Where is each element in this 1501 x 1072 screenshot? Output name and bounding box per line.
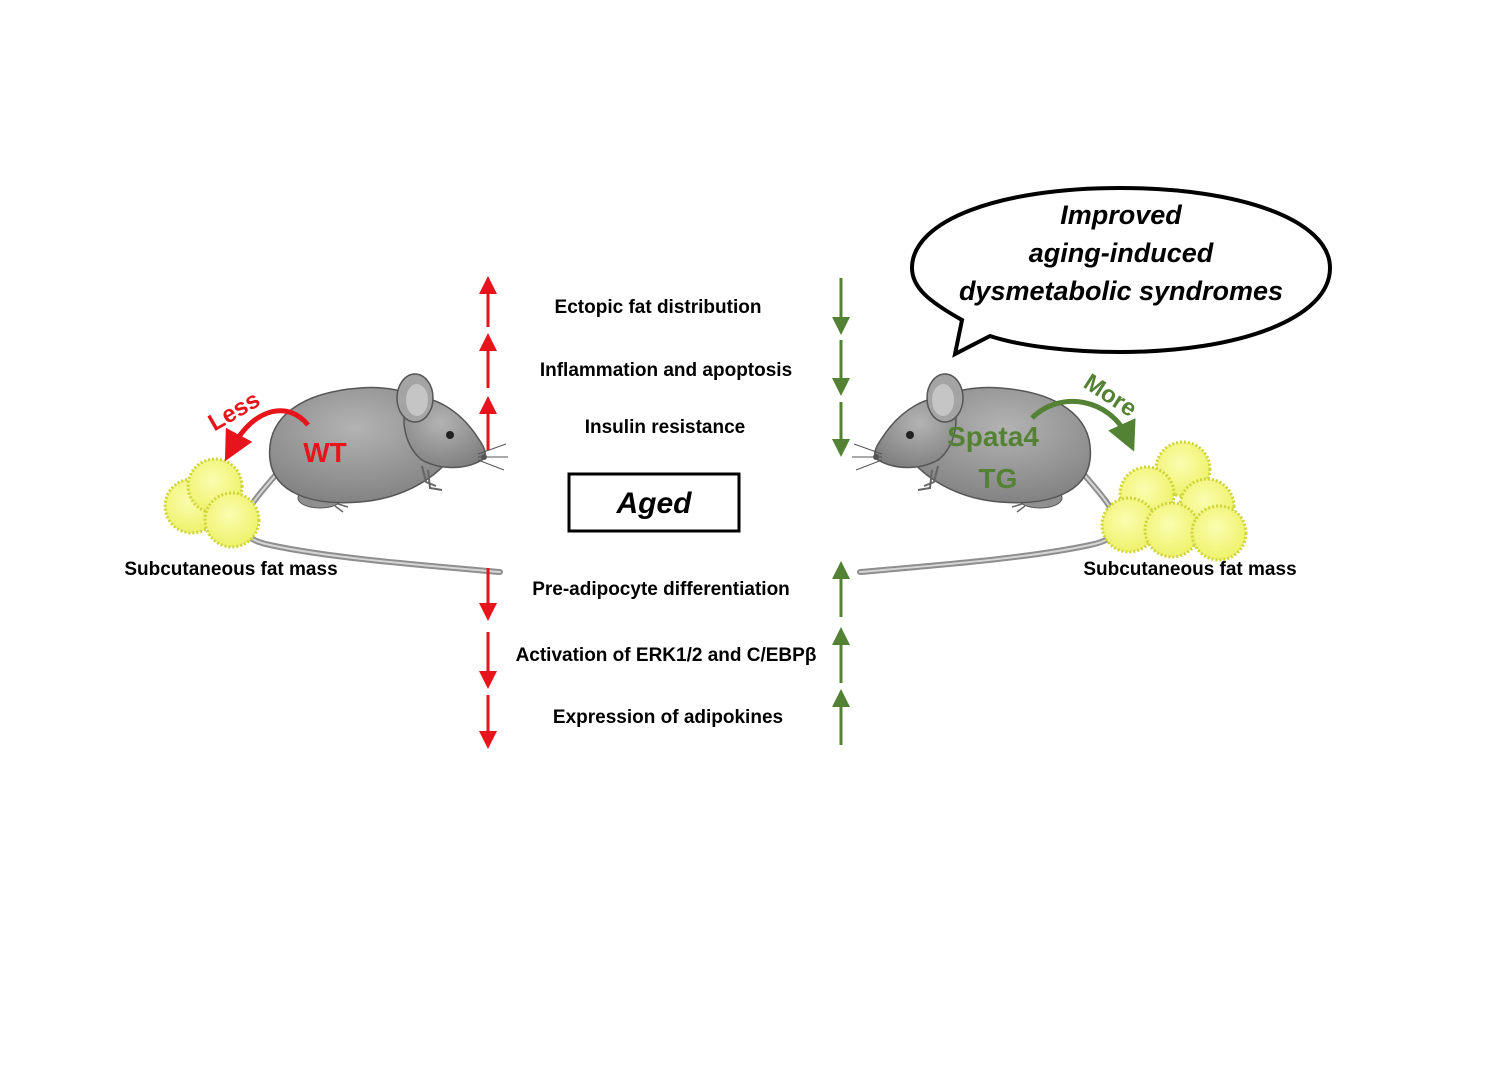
marker-label-ectopic: Ectopic fat distribution <box>555 297 762 318</box>
fat-cell-icon <box>1143 501 1201 559</box>
fat-cell-icon <box>1190 504 1248 562</box>
aged-box <box>567 472 741 533</box>
marker-label-inflammation: Inflammation and apoptosis <box>540 360 792 381</box>
marker-label-preadipocyte: Pre-adipocyte differentiation <box>532 579 790 600</box>
bubble-line-2: aging-induced <box>1029 238 1214 268</box>
tg-caption: Subcutaneous fat mass <box>1083 559 1296 580</box>
bubble-line-3: dysmetabolic syndromes <box>959 276 1283 306</box>
tg-fat-cells <box>1100 440 1248 562</box>
speech-bubble-icon <box>909 185 1333 358</box>
marker-label-erk: Activation of ERK1/2 and C/EBPβ <box>516 645 817 666</box>
wt-group: Less WT Subcutaneous fat mass <box>124 374 508 580</box>
marker-label-adipokines: Expression of adipokines <box>553 707 783 728</box>
bubble-line-1: Improved <box>1060 200 1182 230</box>
wt-curved-arrow-icon <box>224 408 310 462</box>
tg-curved-arrow-icon <box>1030 398 1136 452</box>
tg-mouse-name-line1: Spata4 <box>947 421 1039 452</box>
tg-group: More Spata4 TG Subcutaneous fat mass Imp… <box>852 185 1333 580</box>
wt-mouse-name: WT <box>303 437 347 468</box>
wt-fat-label: Less <box>204 386 265 437</box>
wt-fat-cells <box>163 457 261 549</box>
wt-caption: Subcutaneous fat mass <box>124 559 337 580</box>
wt-mouse-icon <box>243 374 508 572</box>
aged-label: Aged <box>616 487 693 520</box>
marker-label-insulin: Insulin resistance <box>585 417 746 438</box>
center-column: Ectopic fat distribution Inflammation an… <box>479 276 850 749</box>
tg-mouse-name-line2: TG <box>979 463 1018 494</box>
fat-cell-icon <box>203 491 261 549</box>
